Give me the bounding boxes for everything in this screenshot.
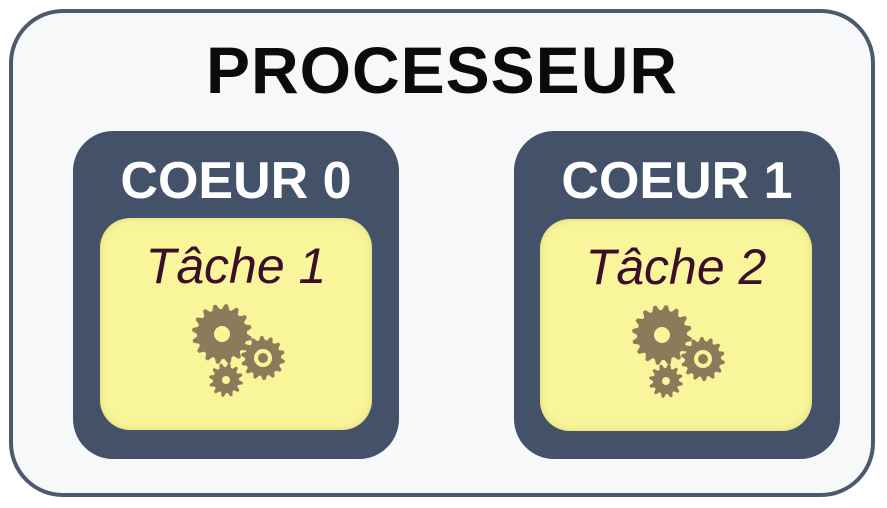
task-1-label: Tâche 1 <box>145 238 327 294</box>
processor-box: PROCESSEUR COEUR 0 Tâche 1 COEUR 1 Tâche… <box>9 9 875 497</box>
gears-icon <box>192 304 285 397</box>
task-2-box: Tâche 2 <box>540 219 812 431</box>
gear-hole <box>222 376 230 384</box>
gear-hole <box>654 327 670 343</box>
core-1-box: COEUR 1 Tâche 2 <box>514 131 840 459</box>
task-2-label: Tâche 2 <box>585 239 767 295</box>
task-1-box: Tâche 1 <box>100 218 372 430</box>
core-0-label: COEUR 0 <box>120 152 352 210</box>
processor-title: PROCESSEUR <box>205 33 679 107</box>
gears-icon <box>632 305 725 398</box>
gear-hole <box>214 326 230 342</box>
core-0-box: COEUR 0 Tâche 1 <box>73 131 399 459</box>
gear-hub <box>698 354 708 364</box>
gear-hole <box>662 377 670 385</box>
gear-hub <box>258 353 268 363</box>
core-1-label: COEUR 1 <box>561 152 793 210</box>
